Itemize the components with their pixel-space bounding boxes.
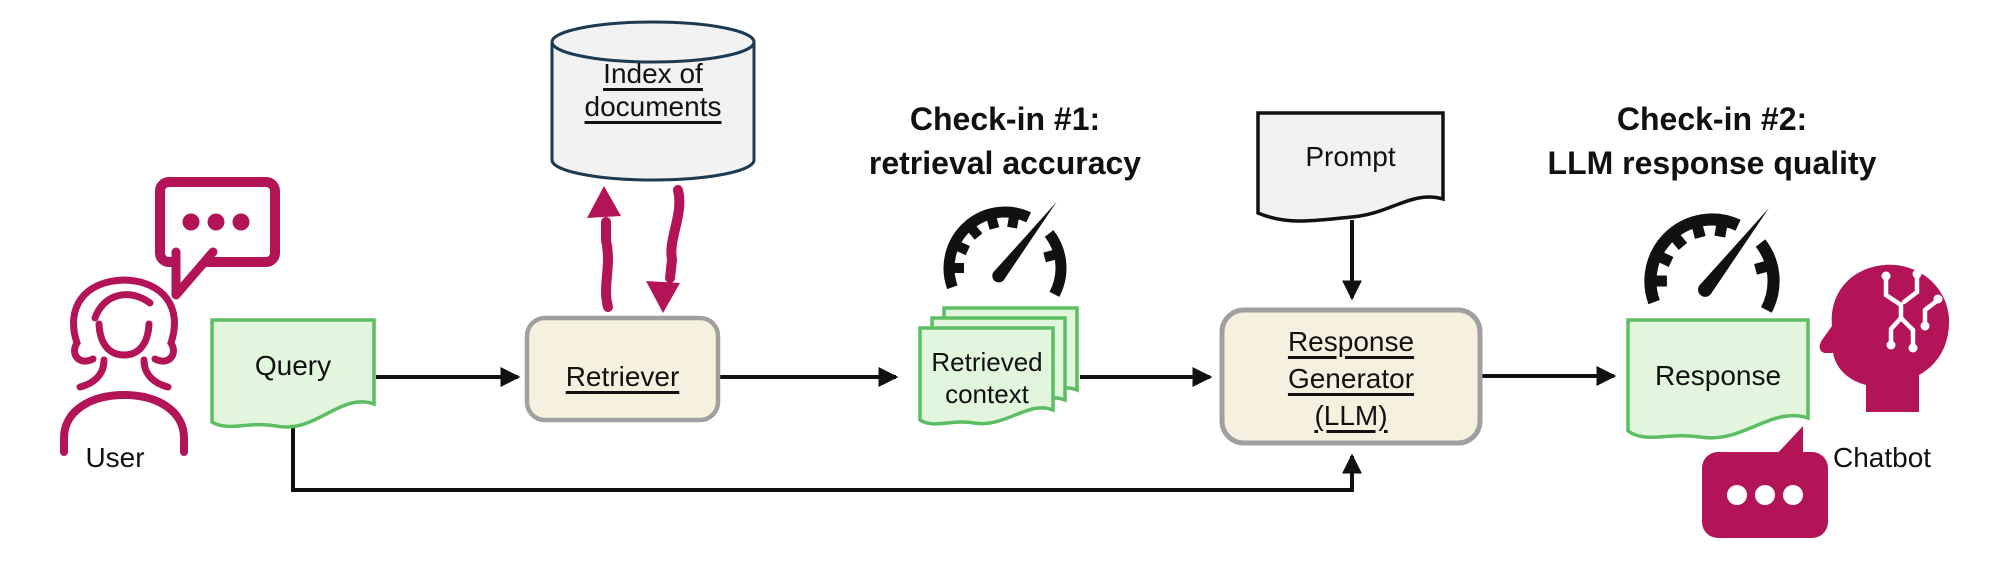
- retriever-label-text: Retriever: [565, 361, 680, 392]
- checkin-1-line1: Check-in #1:: [909, 101, 1101, 137]
- user-label: User: [45, 441, 185, 475]
- speech-bubble-dots-icon: [155, 177, 280, 300]
- response-generator-line1: Response: [1287, 326, 1415, 357]
- response-label: Response: [1628, 359, 1808, 393]
- woman-user-icon: [60, 276, 188, 456]
- response-label-text: Response: [1654, 360, 1782, 391]
- index-to-retriever-arrow: [646, 185, 685, 313]
- speedometer-gauge-icon: [949, 202, 1061, 294]
- retrieved-context-stack: [918, 306, 1079, 426]
- chat-bubble-dots-icon: [1702, 426, 1828, 538]
- query-doc-shape: [210, 318, 376, 429]
- retrieved-context-line2: context: [945, 379, 1029, 409]
- response-generator-box: [1219, 307, 1483, 446]
- retriever-box: [524, 315, 721, 423]
- speedometer-gauge-icon: [1650, 208, 1773, 310]
- query-label: Query: [213, 349, 373, 383]
- checkin-1-line2: retrieval accuracy: [868, 145, 1142, 181]
- chatbot-label: Chatbot: [1833, 441, 1973, 475]
- response-generator-line3: (LLM): [1314, 400, 1388, 431]
- query-bypass-arrow: [291, 427, 1362, 492]
- response-generator-label: Response Generator (LLM): [1222, 323, 1480, 434]
- user-label-text: User: [85, 442, 145, 473]
- ai-head-circuit-icon: [1819, 264, 1950, 412]
- checkin-2-line2: LLM response quality: [1547, 145, 1877, 181]
- retrieved-context-line1: Retrieved: [931, 347, 1043, 377]
- prompt-label-text: Prompt: [1305, 141, 1396, 172]
- retriever-to-index-arrow: [587, 186, 621, 312]
- retriever-label: Retriever: [527, 360, 718, 394]
- chatbot-label-text: Chatbot: [1833, 442, 1932, 473]
- index-label-line2: documents: [584, 91, 722, 122]
- index-of-documents-label: Index of documents: [553, 57, 753, 123]
- checkin-2-title: Check-in #2: LLM response quality: [1528, 97, 1896, 185]
- query-label-text: Query: [254, 350, 332, 381]
- response-doc-shape: [1626, 318, 1810, 440]
- index-label-line1: Index of: [603, 58, 703, 89]
- flow-arrows: [291, 220, 1617, 492]
- database-cylinder-icon: [550, 20, 756, 182]
- response-generator-line2: Generator: [1287, 363, 1415, 394]
- prompt-doc-shape: [1256, 111, 1445, 223]
- checkin-2-line1: Check-in #2:: [1616, 101, 1808, 137]
- retrieved-context-label: Retrieved context: [920, 346, 1054, 410]
- prompt-label: Prompt: [1258, 140, 1443, 174]
- checkin-1-title: Check-in #1: retrieval accuracy: [843, 97, 1167, 185]
